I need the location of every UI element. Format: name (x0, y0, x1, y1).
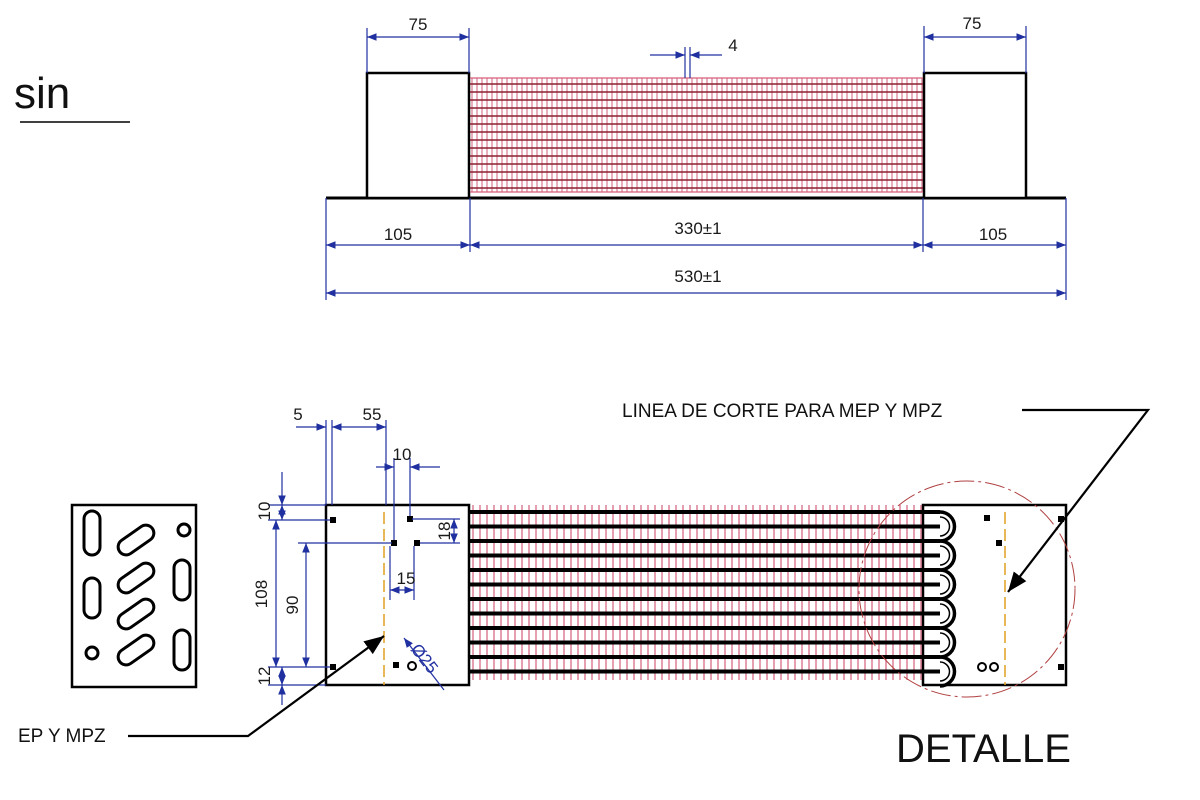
dim-hole-vertical: 18 (412, 518, 460, 544)
dim-text: 75 (963, 14, 982, 33)
plate-slot (82, 509, 102, 557)
dim-overall-length: 530±1 (326, 267, 1066, 297)
plate-slot (172, 558, 192, 602)
front-left-block (324, 503, 471, 687)
return-bend-inner (939, 545, 951, 566)
return-bend-inner (939, 574, 951, 595)
return-bend (939, 626, 957, 659)
return-bend (939, 568, 957, 601)
dim-left-segment: 105 (326, 225, 470, 249)
top-left-end-plate (365, 71, 471, 200)
top-view: sin 75 75 (14, 14, 1067, 300)
top-right-end-plate (922, 71, 1028, 200)
dim-text: 18 (435, 522, 454, 541)
dim-text: 12 (255, 667, 274, 686)
top-fin-core (470, 77, 923, 193)
dim-left-plate: 75 (366, 15, 470, 73)
return-bend (939, 655, 957, 688)
plate-slot (116, 633, 156, 667)
dim-text: 5 (293, 405, 302, 424)
front-fin-core (470, 505, 940, 680)
plate-slot (116, 523, 156, 557)
dim-text: 105 (384, 225, 412, 244)
cut-line-label: LINEA DE CORTE PARA MEP Y MPZ (622, 401, 943, 422)
return-bend (939, 539, 957, 572)
dim-text: 108 (252, 580, 271, 608)
plate-hole (176, 522, 192, 538)
dim-fin-pitch: 4 (650, 36, 738, 78)
end-plate-side-view (70, 503, 198, 689)
title-fragment: sin (14, 69, 70, 118)
cut-line-leaders (128, 408, 1151, 738)
plate-slot (116, 561, 156, 595)
dim-text: 330±1 (674, 219, 721, 238)
return-bend-inner (939, 516, 951, 537)
return-bend (939, 510, 957, 543)
dim-hole-spacing: 10 (376, 445, 440, 540)
front-view: 5 55 10 18 15 (18, 401, 1151, 771)
right-block-holes (977, 515, 1064, 672)
dim-text: 4 (728, 36, 737, 55)
dim-text: 90 (283, 596, 302, 615)
detail-label: DETALLE (896, 727, 1071, 771)
dim-text: 15 (397, 569, 416, 588)
dim-hole-offset: 15 (389, 546, 416, 600)
return-bends (939, 510, 957, 688)
cut-line-label-left: EP Y MPZ (18, 726, 106, 747)
dim-text: 10 (255, 502, 274, 521)
return-bend-inner (939, 632, 951, 653)
plate-slot (172, 628, 192, 672)
left-block-holes (330, 516, 420, 671)
dim-right-segment: 105 (923, 225, 1066, 249)
dim-core-length: 330±1 (470, 219, 923, 249)
dim-offsets: 5 55 (293, 405, 387, 505)
return-bend-inner (939, 603, 951, 624)
dim-text: 105 (979, 225, 1007, 244)
plate-hole (84, 645, 100, 661)
return-bend (939, 597, 957, 630)
return-bend-inner (939, 661, 951, 682)
dim-text: 55 (363, 405, 382, 424)
dim-text: 10 (393, 445, 412, 464)
dim-vertical-left: 10 108 90 12 (252, 472, 392, 705)
dim-text: 75 (409, 15, 428, 34)
dim-text: 530±1 (674, 267, 721, 286)
plate-slot (82, 576, 102, 620)
plate-slot (116, 597, 156, 631)
detail-circle (858, 480, 1076, 698)
dim-right-plate: 75 (923, 14, 1027, 73)
